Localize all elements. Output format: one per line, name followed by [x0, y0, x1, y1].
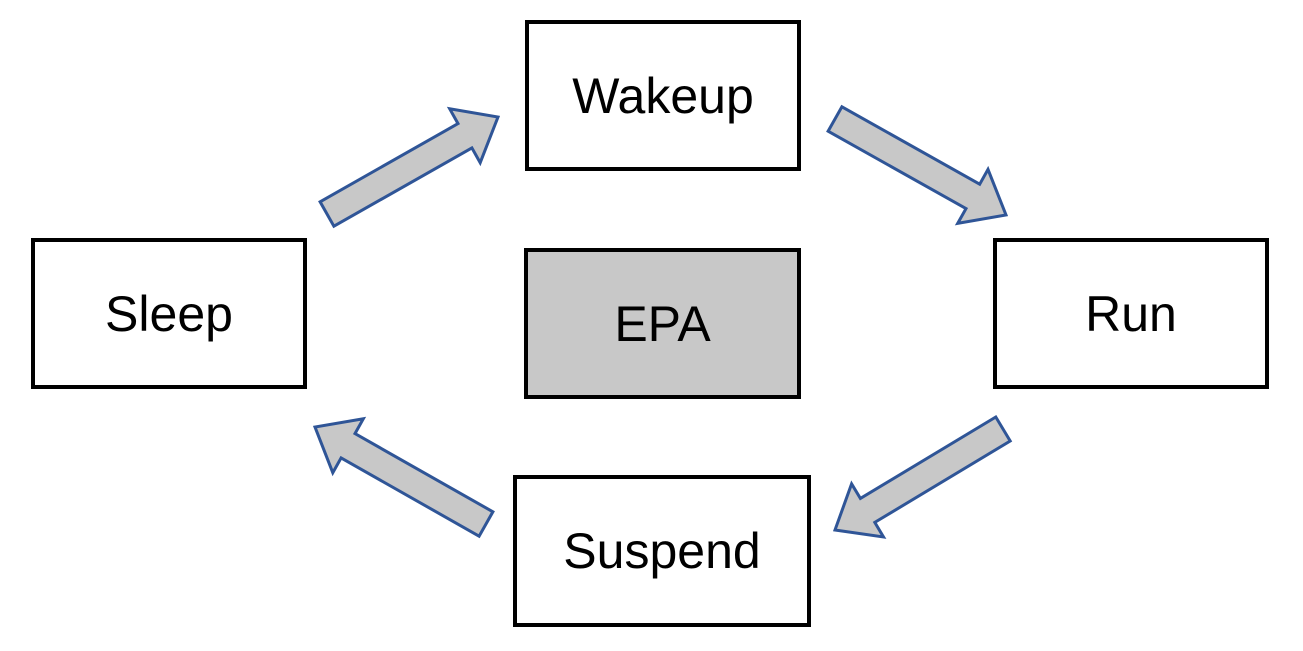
center-epa-box: EPA: [524, 248, 801, 399]
state-sleep: Sleep: [31, 238, 307, 389]
state-sleep-label: Sleep: [105, 285, 233, 342]
state-run: Run: [993, 238, 1269, 389]
state-suspend-label: Suspend: [563, 523, 761, 579]
state-wakeup: Wakeup: [525, 20, 801, 171]
arrow-wakeup-to-run: [826, 104, 1009, 226]
arrow-run-to-suspend: [832, 414, 1013, 539]
center-epa-label: EPA: [614, 295, 711, 352]
state-run-label: Run: [1085, 285, 1177, 342]
arrow-suspend-to-sleep: [312, 416, 495, 539]
state-wakeup-label: Wakeup: [572, 67, 754, 124]
state-suspend: Suspend: [513, 475, 811, 627]
arrow-sleep-to-wakeup: [318, 106, 501, 229]
